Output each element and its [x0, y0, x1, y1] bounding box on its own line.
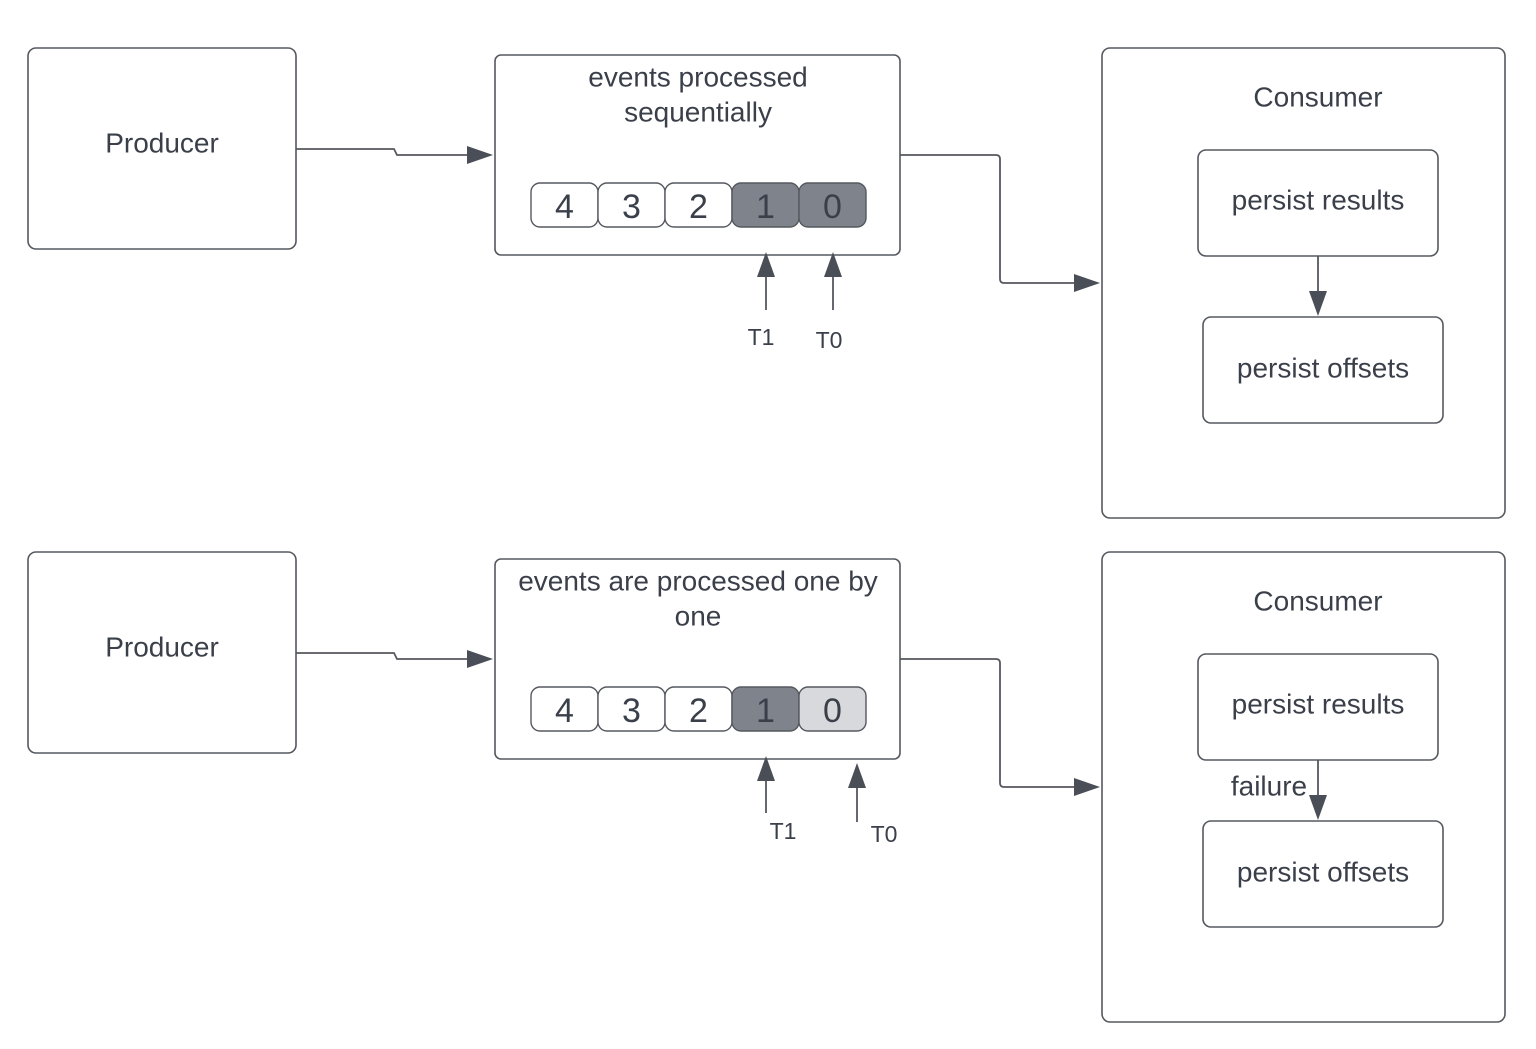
failure-label: failure	[1231, 771, 1307, 802]
arrow-head	[1074, 778, 1100, 796]
event-slot-label: 3	[622, 692, 641, 730]
consumer-title: Consumer	[1253, 82, 1382, 113]
event-slot	[798, 182, 867, 228]
arrow-head	[467, 650, 493, 668]
arrow-head	[1074, 274, 1100, 292]
arrow-head	[757, 252, 775, 277]
row-2: Producer events are processed one by one…	[27, 551, 1506, 1023]
event-slots: 4 3 2 1 0	[530, 686, 867, 732]
arrow-head	[824, 252, 842, 277]
persist-offsets-box[interactable]	[1202, 316, 1444, 424]
row-1: Producer events processed sequentially 4…	[27, 47, 1506, 519]
consumer-title: Consumer	[1253, 586, 1382, 617]
event-slots: 4 3 2 1 0	[530, 182, 867, 228]
consumer-box[interactable]	[1101, 47, 1506, 519]
event-slot-label: 2	[689, 188, 708, 226]
queue-to-consumer-connector	[900, 658, 1074, 788]
queue-title-line2: sequentially	[624, 97, 772, 128]
queue-to-consumer-connector	[900, 154, 1074, 284]
pointer-t1-label: T1	[770, 818, 797, 844]
persist-results-label: persist results	[1232, 689, 1405, 720]
pointer-t0-label: T0	[871, 821, 898, 847]
producer-label: Producer	[105, 632, 219, 663]
queue-title-line1: events are processed one by	[518, 566, 878, 597]
event-slot-label: 0	[823, 188, 842, 226]
queue-title-line1: events processed	[588, 62, 807, 93]
producer-to-queue-connector	[296, 148, 468, 156]
persist-offsets-box[interactable]	[1202, 820, 1444, 928]
event-slot	[798, 686, 867, 732]
event-slot-label: 3	[622, 188, 641, 226]
event-slot-label: 4	[555, 188, 574, 226]
arrow-head	[1309, 795, 1327, 820]
arrow-head	[757, 756, 775, 781]
arrow-head	[1309, 291, 1327, 316]
event-slot-label: 1	[756, 188, 775, 226]
producer-label: Producer	[105, 128, 219, 159]
event-slot-label: 4	[555, 692, 574, 730]
producer-to-queue-connector	[296, 652, 468, 660]
event-slot-label: 2	[689, 692, 708, 730]
arrow-head	[848, 763, 866, 788]
arrow-head	[467, 146, 493, 164]
pointer-t1-label: T1	[748, 324, 775, 350]
persist-offsets-label: persist offsets	[1237, 857, 1409, 888]
queue-title-line2: one	[675, 601, 722, 632]
pointer-t0-label: T0	[816, 327, 843, 353]
event-slot-label: 1	[756, 692, 775, 730]
persist-offsets-label: persist offsets	[1237, 353, 1409, 384]
event-slot-label: 0	[823, 692, 842, 730]
persist-results-label: persist results	[1232, 185, 1405, 216]
